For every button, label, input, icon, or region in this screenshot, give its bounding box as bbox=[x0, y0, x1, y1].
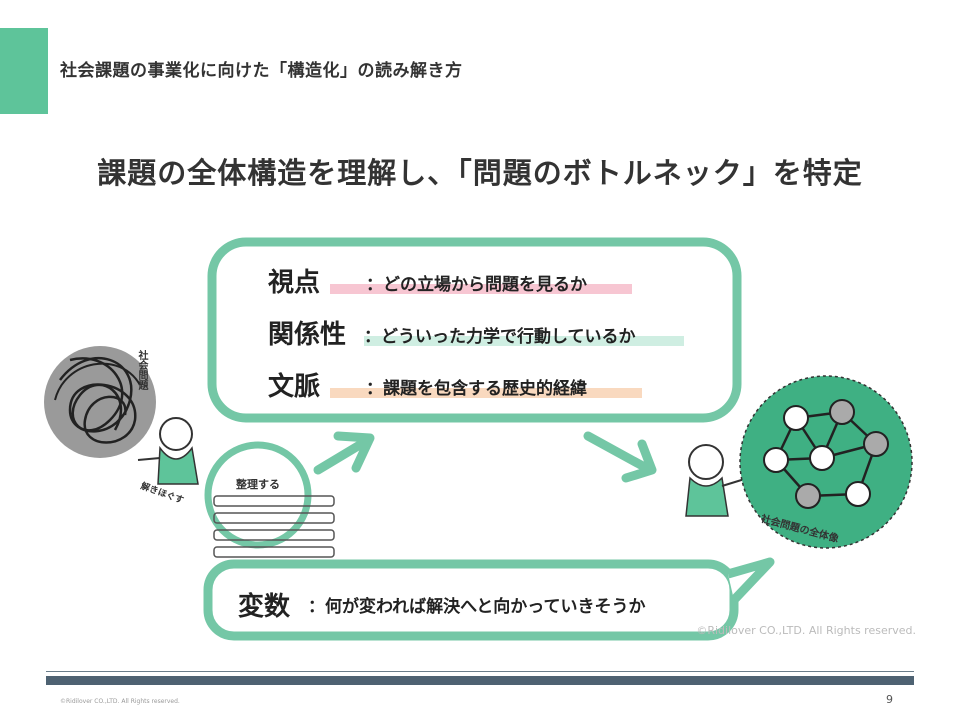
arrow-down-right bbox=[588, 436, 652, 478]
footer-divider-bar bbox=[46, 676, 914, 685]
desc-variable: ：何が変われば解決へと向かっていきそうか bbox=[308, 592, 645, 617]
footer-divider-thin bbox=[46, 671, 914, 672]
term-context: 文脈 bbox=[268, 366, 320, 403]
term-relationship: 関係性 bbox=[268, 314, 346, 351]
person-presenting-illustration bbox=[686, 445, 748, 516]
illustration-copyright: ©Ridilover CO.,LTD. All Rights reserved. bbox=[696, 624, 916, 637]
organized-bars bbox=[214, 496, 334, 557]
term-variable: 変数 bbox=[238, 586, 290, 623]
label-social-problem: 社会問題 bbox=[134, 350, 149, 390]
term-viewpoint: 視点 bbox=[268, 262, 320, 299]
arrow-up-right bbox=[318, 436, 370, 470]
variable-box-tail bbox=[728, 562, 770, 600]
desc-viewpoint: ：どの立場から問題を見るか bbox=[366, 270, 587, 295]
footer-copyright: ©Ridilover CO.,LTD. All Rights reserved. bbox=[60, 698, 180, 705]
page-number: 9 bbox=[886, 693, 893, 706]
desc-context: ：課題を包含する歴史的経緯 bbox=[366, 374, 587, 399]
desc-relationship: ：どういった力学で行動しているか bbox=[364, 322, 636, 347]
label-organize: 整理する bbox=[236, 476, 280, 492]
